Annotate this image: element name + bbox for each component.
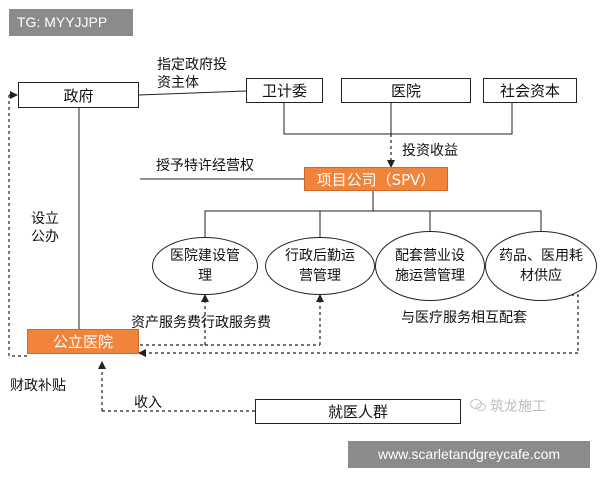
grant-franchise-label: 授予特许经营权 xyxy=(156,158,254,174)
service-ellipse-1: 医院建设管理 xyxy=(152,237,258,295)
health-commission-box: 卫计委 xyxy=(246,78,323,103)
patients-label: 就医人群 xyxy=(327,403,388,421)
public-hospital-label: 公立医院 xyxy=(52,333,113,351)
fiscal-subsidy-label: 财政补贴 xyxy=(10,378,66,394)
service-fees-label: 资产服务费行政服务费 xyxy=(131,315,271,331)
income-label: 收入 xyxy=(134,395,162,411)
spv-label: 项目公司（SPV） xyxy=(316,170,436,189)
site-label: www.scarletandgreycafe.com xyxy=(348,441,590,468)
wechat-icon xyxy=(470,399,486,411)
tag-label: TG: MYYJJPP xyxy=(9,9,133,36)
service-ellipse-2-label: 行政后勤运营管理 xyxy=(285,248,355,284)
government-label: 政府 xyxy=(63,86,94,105)
service-ellipse-3-label: 配套营业设施运营管理 xyxy=(395,248,465,284)
social-capital-label: 社会资本 xyxy=(499,82,560,100)
service-ellipse-4: 药品、医用耗材供应 xyxy=(485,231,597,301)
hospital-label: 医院 xyxy=(390,82,421,100)
social-capital-box: 社会资本 xyxy=(483,78,577,103)
patients-box: 就医人群 xyxy=(255,399,461,424)
service-ellipse-3: 配套营业设施运营管理 xyxy=(375,231,485,301)
service-ellipse-1-label: 医院建设管理 xyxy=(170,248,240,284)
complement-label: 与医疗服务相互配套 xyxy=(401,310,527,326)
investment-return-label: 投资收益 xyxy=(402,143,458,159)
designate-investor-label: 指定政府投资主体 xyxy=(157,57,227,91)
public-hospital-box: 公立医院 xyxy=(27,329,139,354)
establish-public-label: 设立公办 xyxy=(31,211,59,245)
watermark-text: 筑龙施工 xyxy=(490,399,546,415)
spv-box: 项目公司（SPV） xyxy=(304,167,448,191)
service-ellipse-2: 行政后勤运营管理 xyxy=(265,237,375,295)
government-box: 政府 xyxy=(18,82,139,108)
service-ellipse-4-label: 药品、医用耗材供应 xyxy=(499,248,583,284)
health-commission-label: 卫计委 xyxy=(261,82,307,100)
hospital-box: 医院 xyxy=(341,78,471,103)
